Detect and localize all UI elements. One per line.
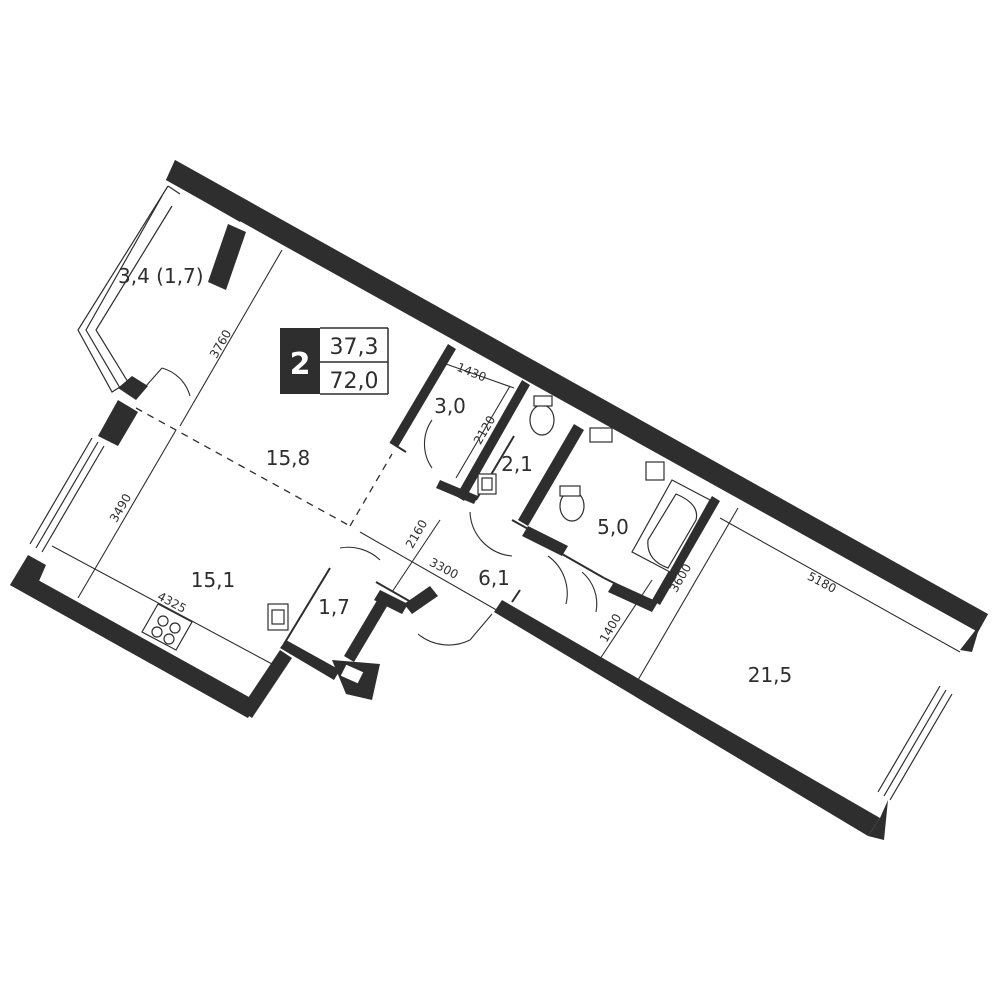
room-wc-area: 2,1 bbox=[501, 452, 533, 476]
balcony-glazing bbox=[77, 185, 181, 393]
toilet-icon bbox=[529, 395, 555, 436]
wall-right-end bbox=[960, 614, 988, 652]
bath-toilet-icon bbox=[559, 485, 585, 522]
room-bedroom-area: 21,5 bbox=[748, 663, 793, 687]
zone-dividers bbox=[135, 407, 393, 527]
window-right bbox=[877, 685, 953, 801]
wc-shelf-icon bbox=[589, 427, 613, 443]
wall-balcony bbox=[208, 224, 246, 290]
room-kitchen-area: 15,1 bbox=[191, 568, 236, 592]
room-living-area: 15,8 bbox=[266, 446, 311, 470]
wall-kitchen-right bbox=[240, 650, 292, 718]
badge-living-area: 37,3 bbox=[330, 335, 379, 360]
dimension-lines bbox=[51, 249, 961, 681]
apartment-badge: 2 37,3 72,0 bbox=[280, 327, 389, 395]
room-bathroom-area: 5,0 bbox=[597, 515, 629, 539]
fixtures bbox=[141, 395, 711, 685]
doors bbox=[145, 367, 598, 646]
dim-3760: 3760 bbox=[207, 327, 234, 360]
room-closet-area: 1,7 bbox=[318, 595, 350, 619]
wall-pillar-left-2 bbox=[118, 376, 148, 400]
wall-corner-top-left bbox=[166, 160, 250, 222]
storage-sink-icon bbox=[477, 473, 497, 495]
wall-bottom bbox=[494, 600, 880, 836]
kitchen-sink-icon bbox=[267, 603, 289, 631]
room-storage-area: 3,0 bbox=[434, 394, 466, 418]
stove-icon bbox=[141, 603, 193, 651]
wall-bedroom-corner bbox=[868, 800, 888, 840]
wall-kitchen-bottom-2 bbox=[10, 570, 258, 718]
bath-sink-icon bbox=[645, 461, 665, 481]
dim-2160: 2160 bbox=[403, 517, 430, 550]
dim-5180: 5180 bbox=[805, 569, 839, 596]
badge-rooms-box bbox=[280, 328, 320, 394]
badge-total-area: 72,0 bbox=[330, 369, 379, 394]
bathtub-icon bbox=[631, 479, 711, 573]
dim-1430: 1430 bbox=[455, 360, 489, 384]
room-hall-area: 6,1 bbox=[478, 566, 510, 590]
room-labels: 3,4 (1,7) 15,8 15,1 3,0 2,1 5,0 6,1 1,7 … bbox=[118, 264, 792, 687]
badge-rooms: 2 bbox=[290, 347, 311, 382]
wall-pillar-left bbox=[98, 400, 138, 446]
dim-3300: 3300 bbox=[427, 555, 461, 582]
wall-top bbox=[166, 160, 988, 632]
room-balcony-area: 3,4 (1,7) bbox=[118, 264, 204, 288]
closet-fixture-icon bbox=[339, 663, 365, 685]
window-left bbox=[29, 437, 105, 553]
